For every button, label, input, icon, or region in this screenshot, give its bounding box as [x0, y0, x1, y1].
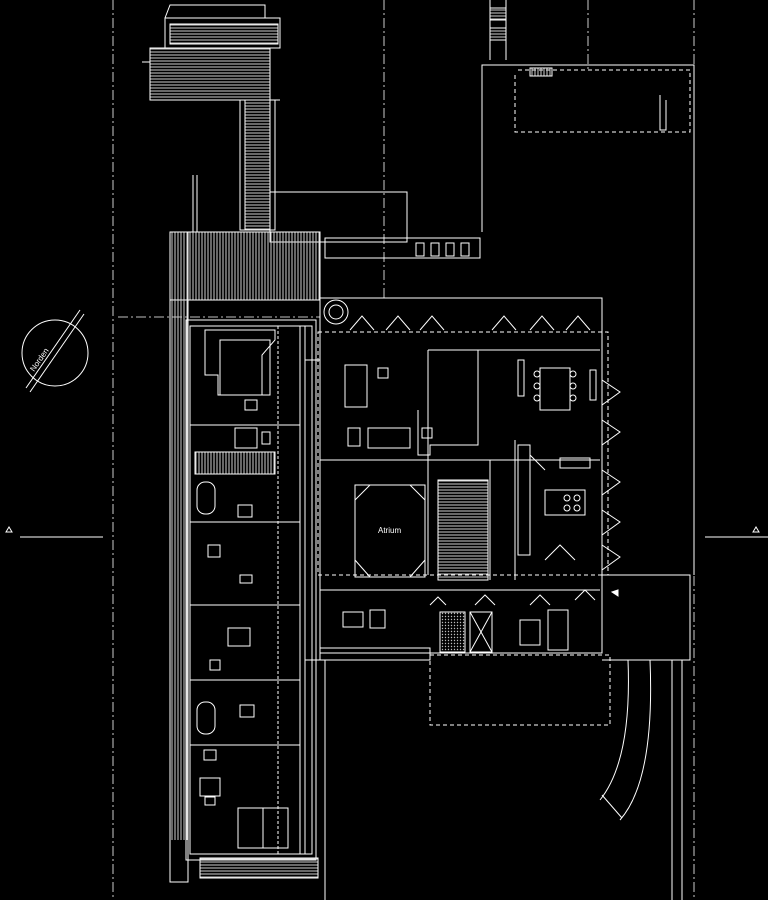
west-terrace [169, 231, 321, 883]
garage-volume [429, 574, 691, 900]
section-marker-right [705, 526, 768, 538]
bedroom-wing [185, 319, 319, 879]
atrium-label: Atrium [378, 526, 401, 535]
window-row [324, 237, 481, 259]
carport-outline [481, 0, 695, 575]
atrium-room [354, 484, 426, 578]
north-entry-stair [142, 4, 408, 243]
living-block [304, 297, 621, 661]
section-marker-left [5, 526, 103, 538]
property-lines [112, 0, 695, 900]
north-arrow-icon [21, 309, 89, 393]
